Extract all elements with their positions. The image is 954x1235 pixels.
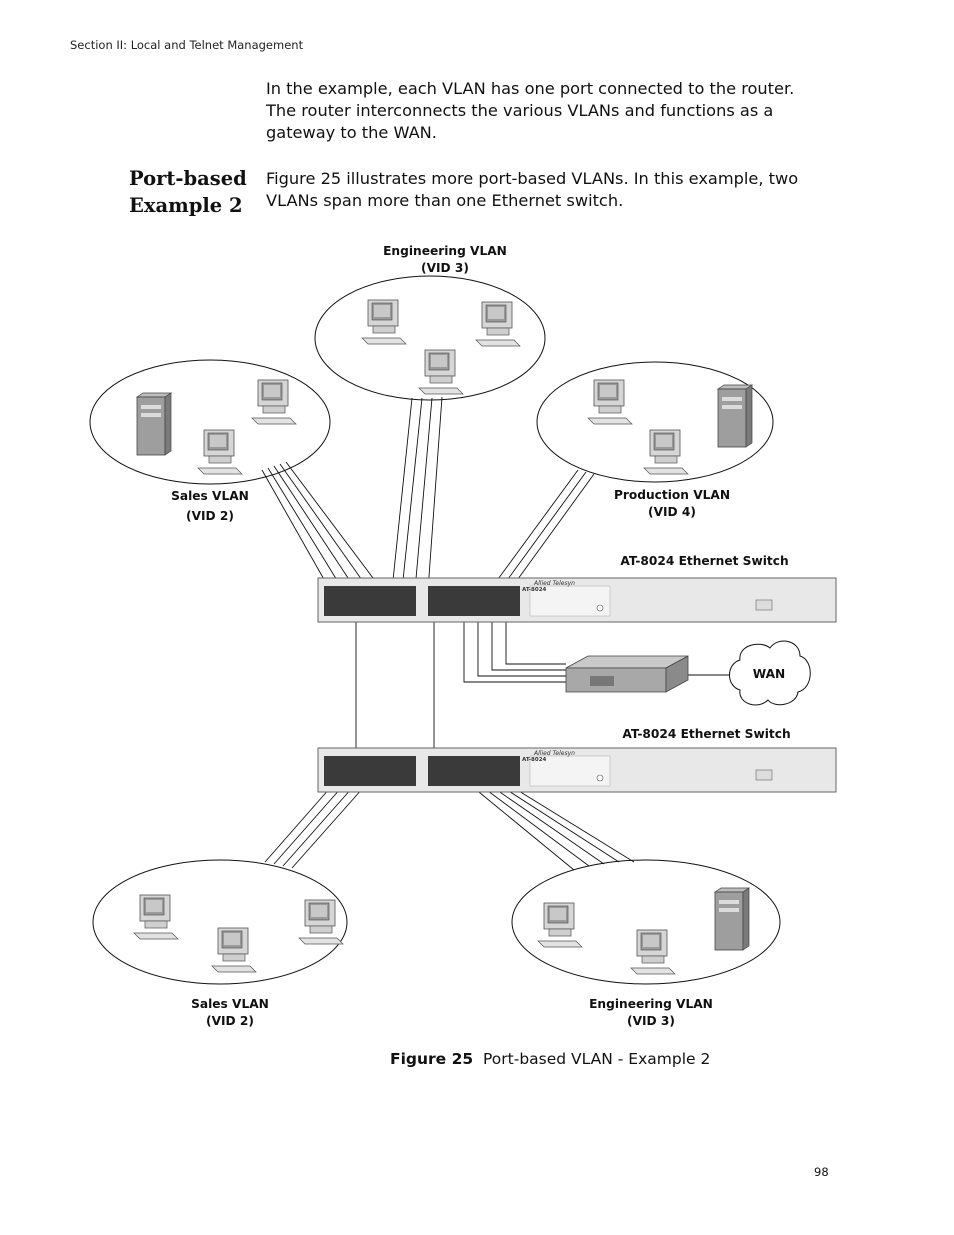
top-switch-brand: Allied Telesyn bbox=[534, 580, 575, 587]
sales-vlan-bottom-vid: (VID 2) bbox=[206, 1014, 254, 1028]
intro-paragraph: In the example, each VLAN has one port c… bbox=[266, 79, 795, 142]
figure-caption: Figure 25 Port-based VLAN - Example 2 bbox=[390, 1050, 710, 1068]
wan-cloud-icon bbox=[729, 640, 811, 706]
sales-vlan-bottom-name: Sales VLAN bbox=[191, 997, 269, 1011]
router-icon bbox=[565, 655, 689, 693]
sales-bottom-cables bbox=[264, 787, 364, 869]
top-switch-label: AT-8024 Ethernet Switch bbox=[620, 554, 789, 568]
page-number: 98 bbox=[814, 1165, 829, 1179]
running-header: Section II: Local and Telnet Management bbox=[70, 38, 304, 52]
production-server-icon bbox=[717, 384, 753, 448]
sales-vlan-bottom-label: Sales VLAN (VID 2) bbox=[170, 996, 290, 1030]
router-cables bbox=[463, 618, 730, 683]
production-vlan-vid: (VID 4) bbox=[648, 505, 696, 519]
bottom-switch-model: AT-8024 bbox=[522, 757, 547, 763]
engineering-bottom-server-icon bbox=[714, 887, 750, 951]
section-heading-line1: Port-based bbox=[129, 167, 247, 190]
engineering-top-cables bbox=[391, 396, 443, 591]
section-heading-line2: Example 2 bbox=[129, 194, 243, 217]
engineering-vlan-bottom-ellipse bbox=[511, 859, 781, 985]
production-cables bbox=[489, 469, 595, 591]
engineering-vlan-bottom-label: Engineering VLAN (VID 3) bbox=[576, 996, 726, 1030]
production-vlan-label: Production VLAN (VID 4) bbox=[597, 487, 747, 521]
engineering-bottom-cables bbox=[473, 787, 635, 871]
sales-top-cables bbox=[261, 461, 383, 591]
section-heading: Port-based Example 2 bbox=[129, 165, 247, 219]
body-paragraph: Figure 25 illustrates more port-based VL… bbox=[266, 169, 799, 210]
sales-vlan-top-label: Sales VLAN (VID 2) bbox=[150, 488, 270, 525]
engineering-vlan-top-label: Engineering VLAN (VID 3) bbox=[370, 243, 520, 277]
sales-vlan-top-name: Sales VLAN bbox=[171, 489, 249, 503]
figure-title: Port-based VLAN - Example 2 bbox=[483, 1050, 711, 1068]
sales-vlan-top-vid: (VID 2) bbox=[186, 509, 234, 523]
wan-label: WAN bbox=[752, 667, 786, 681]
sales-vlan-bottom-ellipse bbox=[92, 859, 348, 985]
engineering-vlan-bottom-vid: (VID 3) bbox=[627, 1014, 675, 1028]
engineering-vlan-bottom-name: Engineering VLAN bbox=[589, 997, 713, 1011]
engineering-vlan-top-vid: (VID 3) bbox=[421, 261, 469, 275]
engineering-vlan-top-name: Engineering VLAN bbox=[383, 244, 507, 258]
top-switch-model: AT-8024 bbox=[522, 587, 547, 593]
bottom-switch-icon bbox=[317, 747, 837, 793]
production-vlan-name: Production VLAN bbox=[613, 488, 731, 502]
top-switch-icon bbox=[317, 577, 837, 623]
inter-switch-cables bbox=[355, 618, 435, 770]
bottom-switch-label: AT-8024 Ethernet Switch bbox=[622, 727, 791, 741]
sales-top-server-icon bbox=[136, 392, 172, 456]
bottom-switch-brand: Allied Telesyn bbox=[534, 750, 575, 757]
figure-number: Figure 25 bbox=[390, 1050, 474, 1068]
